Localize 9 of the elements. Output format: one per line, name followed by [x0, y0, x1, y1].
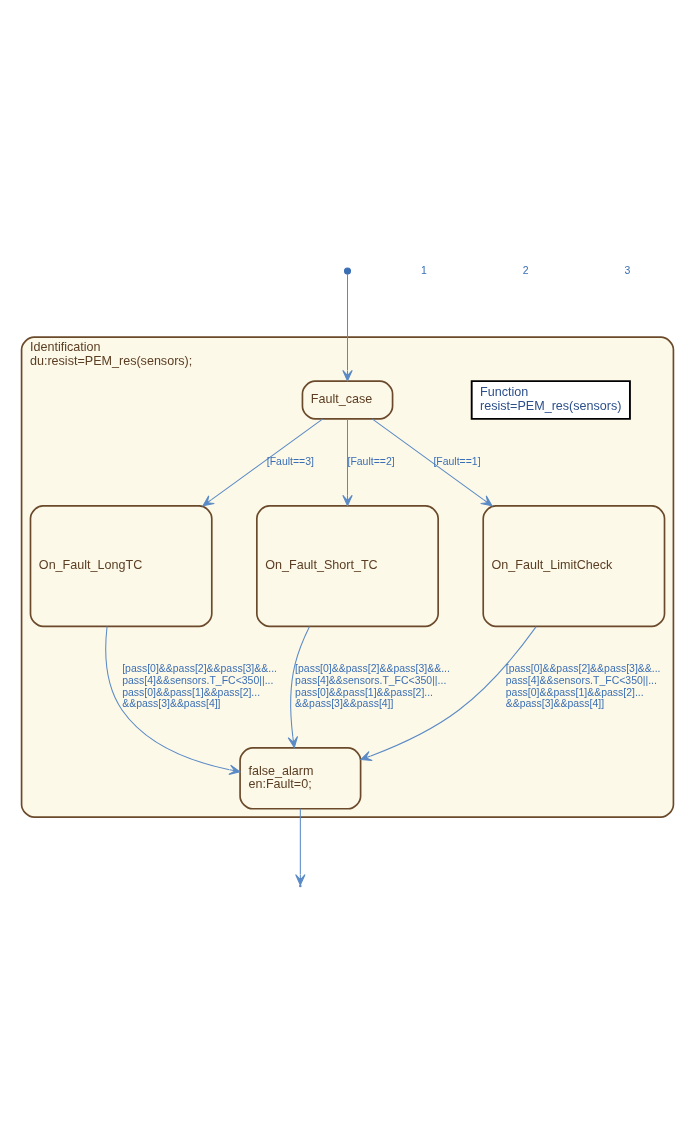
edge-label: [Fault==3]: [266, 455, 314, 467]
label: 1: [420, 264, 427, 276]
label: 3: [623, 264, 630, 276]
edge-label: [pass[0]&&pass[2]&&pass[3]&&... pass[4]&&sensors.T_FC<350||... pass[0]&&pass[1]&&pass[2]... &&pass[3]&&pass[4]]: [294, 663, 450, 710]
label: 2: [522, 264, 529, 276]
edge-label: [Fault==1]: [432, 455, 481, 467]
edge-label: [pass[0]&&pass[2]&&pass[3]&&... pass[4]&&sensors.T_FC<350||... pass[0]&&pass[1]&&pass[2]... &&pass[3]&&pass[4]]: [505, 663, 661, 710]
edge-label: [pass[0]&&pass[2]&&pass[3]&&... pass[4]&&sensors.T_FC<350||... pass[0]&&pass[1]&&pass[2]... &&pass[3]&&pass[4]]: [121, 663, 277, 710]
edge-label: [Fault==2]: [347, 455, 395, 467]
